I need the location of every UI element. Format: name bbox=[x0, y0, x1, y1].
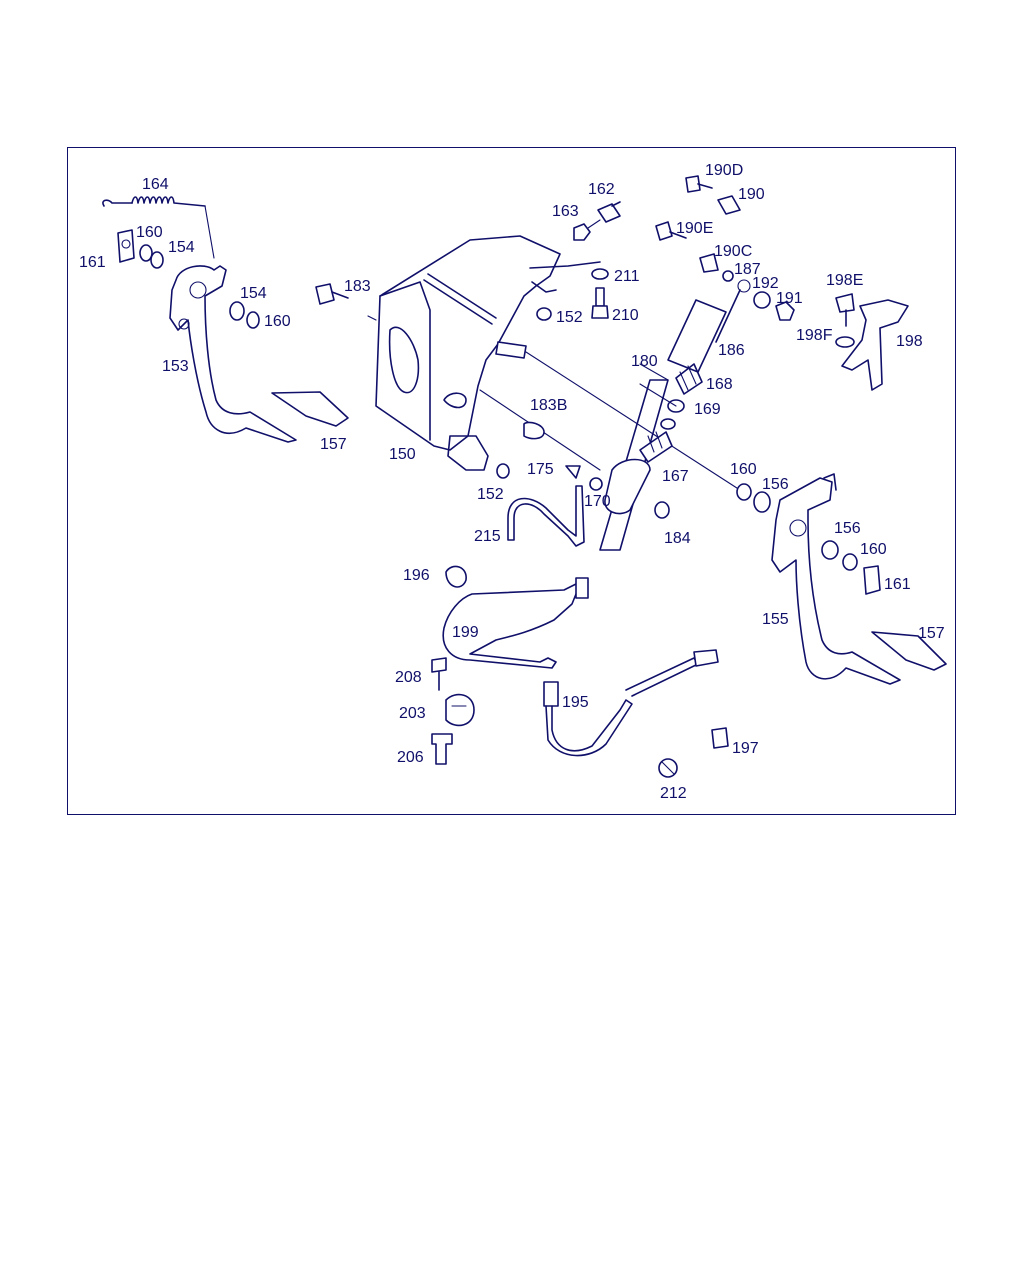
callout-184: 184 bbox=[664, 530, 691, 547]
callout-152-bottom: 152 bbox=[477, 486, 504, 503]
bracket-161-right bbox=[863, 565, 881, 595]
screw-208 bbox=[431, 657, 447, 691]
callout-160-right-top: 160 bbox=[730, 461, 757, 478]
callout-169: 169 bbox=[694, 401, 721, 418]
callout-206: 206 bbox=[397, 749, 424, 766]
callout-180: 180 bbox=[631, 353, 658, 370]
callout-153: 153 bbox=[162, 358, 189, 375]
pedal-153 bbox=[169, 265, 297, 443]
hose-195 bbox=[543, 649, 719, 757]
callout-168: 168 bbox=[706, 376, 733, 393]
nut-184 bbox=[654, 501, 670, 519]
line-199 bbox=[442, 577, 589, 669]
clip-175 bbox=[565, 465, 581, 479]
callout-190d: 190D bbox=[705, 162, 743, 179]
callout-160-right: 160 bbox=[860, 541, 887, 558]
callout-152-top: 152 bbox=[556, 309, 583, 326]
washers-160-156-right bbox=[736, 483, 858, 571]
cap-196 bbox=[445, 565, 467, 588]
callout-199: 199 bbox=[452, 624, 479, 641]
callout-203: 203 bbox=[399, 705, 426, 722]
sensor-162 bbox=[597, 201, 621, 223]
master-cylinder-180 bbox=[589, 379, 669, 551]
callout-195: 195 bbox=[562, 694, 589, 711]
bracket-150 bbox=[375, 235, 601, 471]
callout-198e: 198E bbox=[826, 272, 863, 289]
callout-155: 155 bbox=[762, 611, 789, 628]
pedal-155 bbox=[771, 473, 901, 685]
callout-170: 170 bbox=[584, 493, 611, 510]
callout-198: 198 bbox=[896, 333, 923, 350]
bushing-206 bbox=[431, 733, 453, 765]
pushrod-186 bbox=[667, 279, 751, 373]
clip-197 bbox=[711, 727, 729, 749]
callout-183b: 183B bbox=[530, 397, 567, 414]
callout-210: 210 bbox=[612, 307, 639, 324]
callout-191: 191 bbox=[776, 290, 803, 307]
callout-175: 175 bbox=[527, 461, 554, 478]
callout-163: 163 bbox=[552, 203, 579, 220]
nuts-191-192 bbox=[753, 291, 795, 321]
callout-192: 192 bbox=[752, 275, 779, 292]
bracket-161-left bbox=[117, 229, 135, 263]
callout-164: 164 bbox=[142, 176, 169, 193]
callout-190c: 190C bbox=[714, 243, 752, 260]
pivot-sleeve-and-shaft bbox=[479, 341, 741, 491]
callout-183: 183 bbox=[344, 278, 371, 295]
hose-215 bbox=[507, 485, 585, 547]
callout-160-left: 160 bbox=[264, 313, 291, 330]
bolts-190 bbox=[655, 175, 741, 282]
bolt-183 bbox=[315, 283, 349, 305]
callout-167: 167 bbox=[662, 468, 689, 485]
callout-157-left: 157 bbox=[320, 436, 347, 453]
washer-211-bolt-210 bbox=[591, 268, 609, 319]
callout-212: 212 bbox=[660, 785, 687, 802]
diagram-frame bbox=[67, 147, 956, 815]
callout-198f: 198F bbox=[796, 327, 833, 344]
leader-lines bbox=[367, 219, 677, 407]
callout-161-right: 161 bbox=[884, 576, 911, 593]
plunger-167 bbox=[639, 431, 673, 463]
callout-196: 196 bbox=[403, 567, 430, 584]
callout-156-right-top: 156 bbox=[762, 476, 789, 493]
callout-211: 211 bbox=[614, 268, 640, 285]
callout-186: 186 bbox=[718, 342, 745, 359]
spring-164 bbox=[102, 196, 215, 259]
callout-156-right: 156 bbox=[834, 520, 861, 537]
pad-157-right bbox=[871, 631, 947, 671]
bracket-198 bbox=[835, 293, 909, 391]
callout-161-left: 161 bbox=[79, 254, 106, 271]
grommet-212 bbox=[658, 758, 678, 778]
callout-154-left-top: 154 bbox=[168, 239, 195, 256]
grommet-203 bbox=[445, 693, 475, 727]
nuts-152 bbox=[496, 307, 552, 479]
callout-208: 208 bbox=[395, 669, 422, 686]
callout-154-left: 154 bbox=[240, 285, 267, 302]
pad-157-left bbox=[271, 391, 349, 427]
callout-157-right: 157 bbox=[918, 625, 945, 642]
callout-190: 190 bbox=[738, 186, 765, 203]
callout-190e: 190E bbox=[676, 220, 713, 237]
callout-150: 150 bbox=[389, 446, 416, 463]
callout-162: 162 bbox=[588, 181, 615, 198]
callout-187: 187 bbox=[734, 261, 761, 278]
callout-160-left-top: 160 bbox=[136, 224, 163, 241]
callout-215: 215 bbox=[474, 528, 501, 545]
callout-labels: 164 160 154 161 154 160 153 157 183 150 … bbox=[79, 162, 945, 802]
washers-160-154-left bbox=[139, 244, 260, 329]
callout-197: 197 bbox=[732, 740, 759, 757]
nut-163 bbox=[573, 223, 591, 241]
